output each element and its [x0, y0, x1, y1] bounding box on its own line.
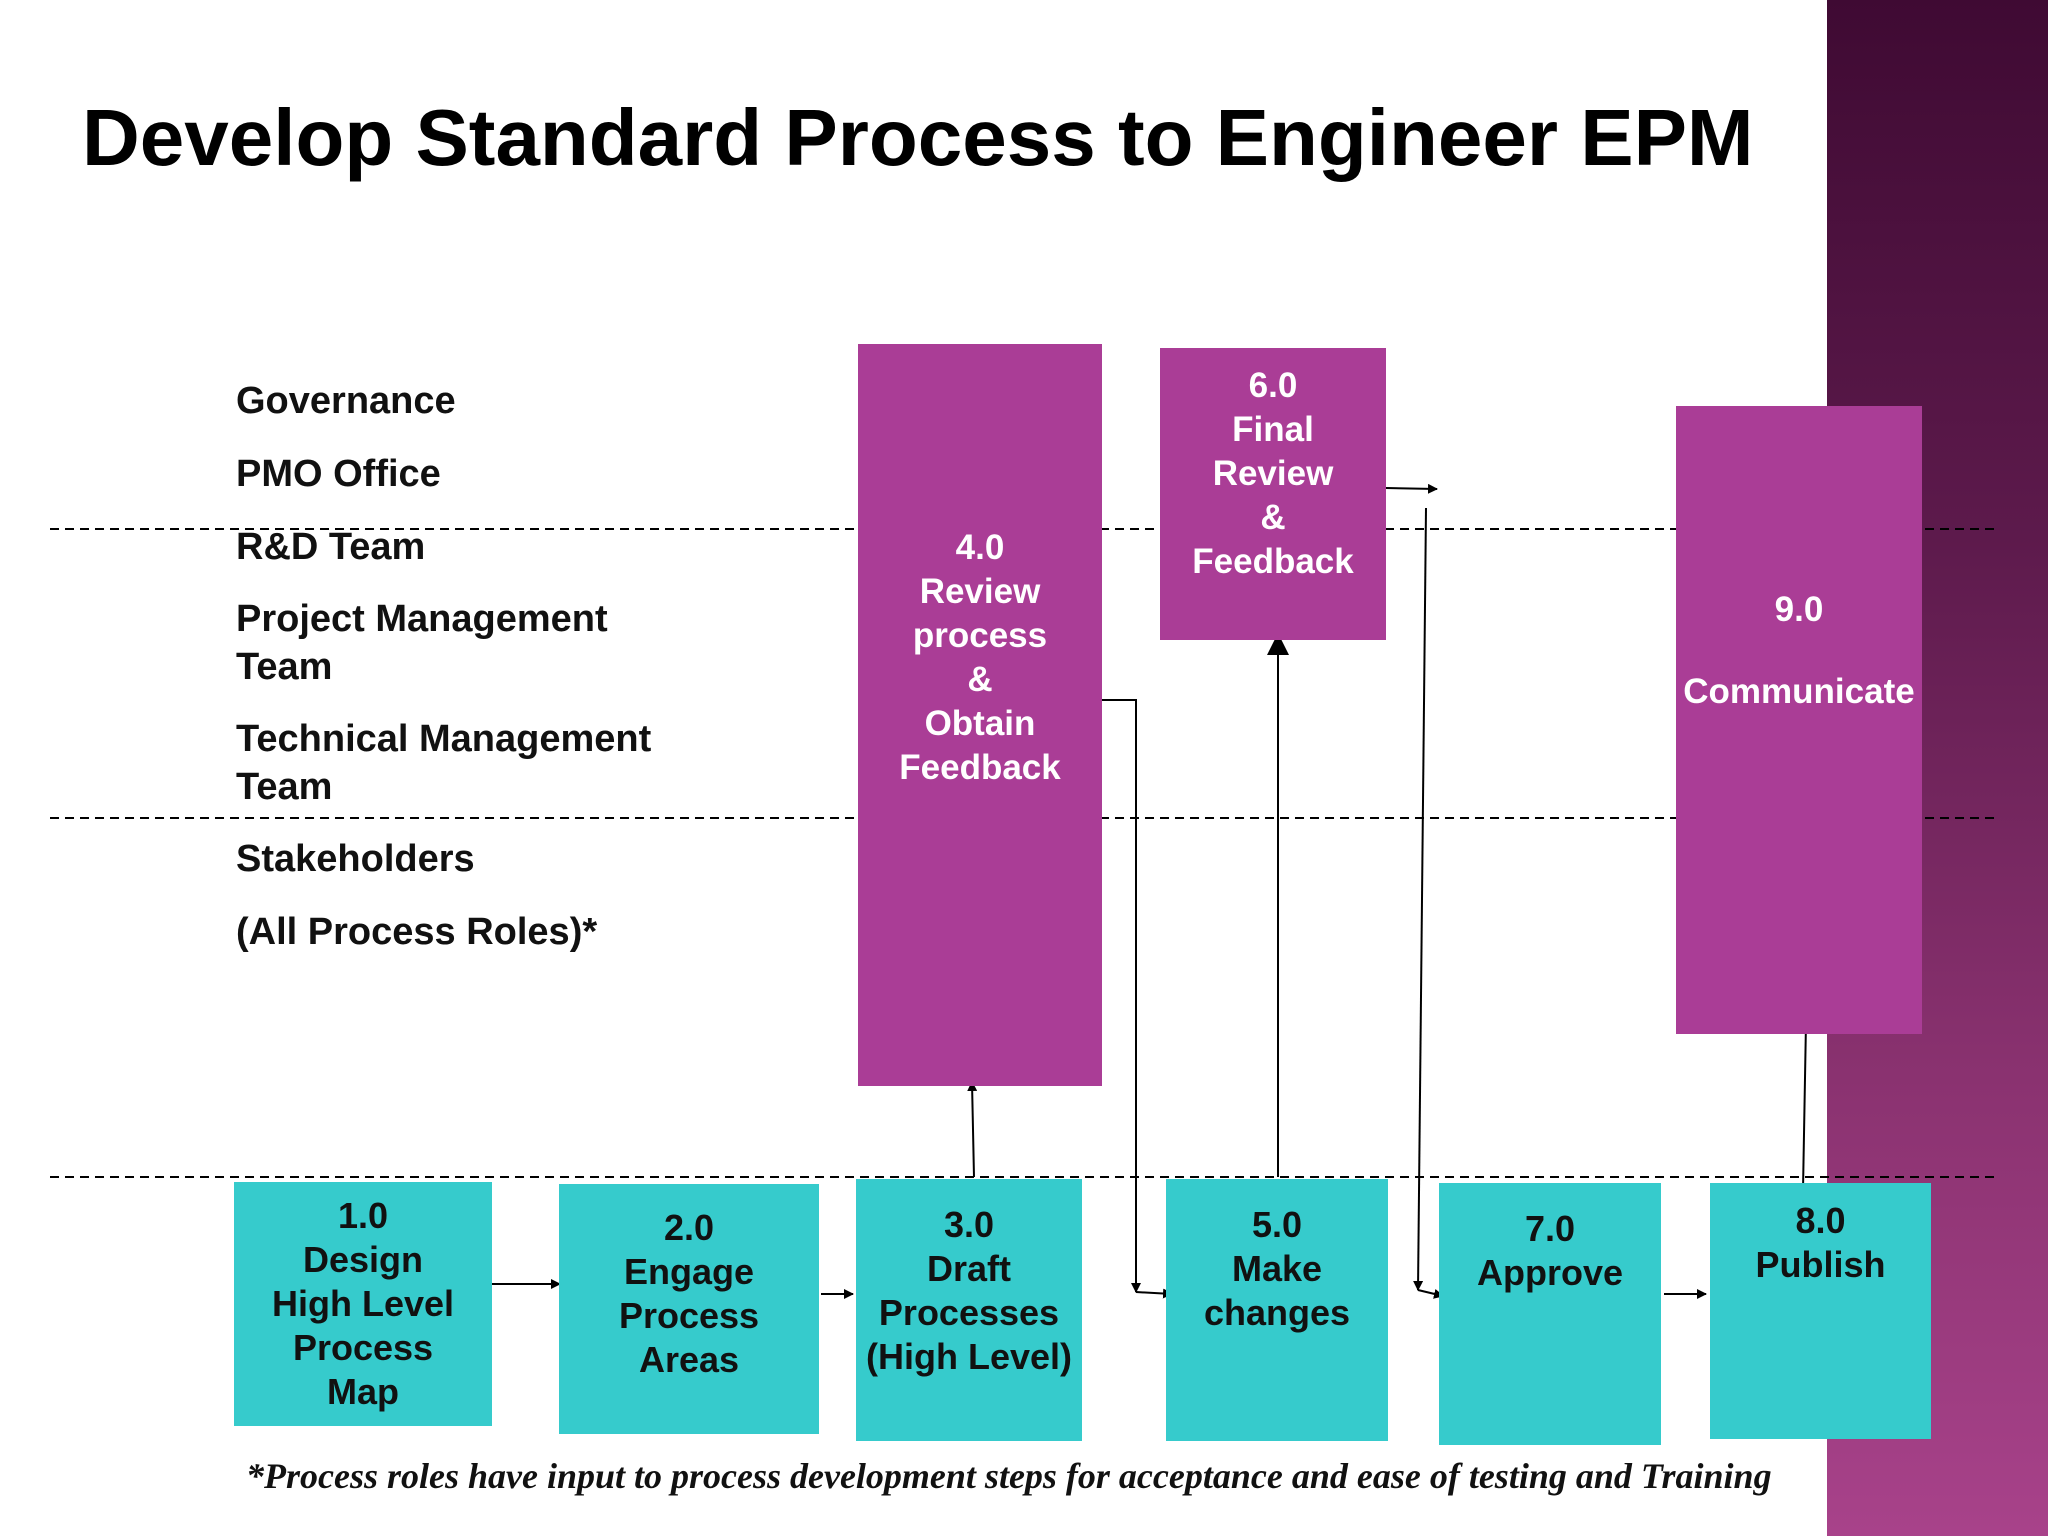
step-line: Review — [1212, 454, 1334, 493]
step-line: Communicate — [1683, 672, 1915, 711]
role-technical-management-team: Technical Management Team — [236, 715, 651, 811]
process-step-9-communicate: 9.0 Communicate — [1676, 406, 1922, 1034]
step-line: Process — [618, 1295, 760, 1336]
role-line: Team — [236, 646, 333, 688]
arrow-6-out — [1385, 483, 1438, 494]
step-line: 6.0 — [1248, 366, 1298, 405]
role-line: Project Management — [236, 598, 608, 640]
process-step-8-publish: 8.0 Publish — [1710, 1183, 1931, 1439]
process-step-4-review: 4.0 Review process & Obtain Feedback — [858, 344, 1102, 1086]
process-step-5-make-changes: 5.0 Make changes — [1166, 1179, 1388, 1441]
arrow-8-to-9 — [1800, 1021, 1811, 1191]
step-line: 9.0 — [1774, 590, 1824, 629]
role-rd-team: R&D Team — [236, 526, 426, 568]
process-step-6-final-review: 6.0 Final Review & Feedback — [1160, 348, 1386, 640]
role-governance: Governance — [236, 380, 456, 422]
process-step-1-design: 1.0 Design High Level Process Map — [234, 1182, 492, 1426]
step-line: Design — [302, 1239, 424, 1280]
step-line: process — [912, 616, 1048, 655]
step-line: Processes — [878, 1292, 1060, 1333]
role-line: Team — [236, 766, 333, 808]
step-line: Obtain — [924, 704, 1036, 743]
page-title: Develop Standard Process to Engineer EPM — [82, 93, 1754, 182]
arrow-3-to-4 — [967, 1081, 978, 1178]
role-pmo-office: PMO Office — [236, 453, 441, 495]
step-line: & — [1260, 498, 1286, 537]
step-line: Areas — [638, 1339, 740, 1380]
step-line: Process — [292, 1327, 434, 1368]
role-all-process-roles: (All Process Roles)* — [236, 911, 598, 953]
step-line: Map — [327, 1371, 399, 1412]
step-line: & — [967, 660, 993, 699]
process-step-7-approve: 7.0 Approve — [1439, 1183, 1661, 1445]
step-line: 8.0 — [1795, 1200, 1846, 1241]
footnote: *Process roles have input to process dev… — [246, 1456, 1772, 1496]
role-project-management-team: Project Management Team — [236, 595, 608, 691]
step-line: Final — [1232, 410, 1314, 449]
step-line: 7.0 — [1524, 1208, 1576, 1249]
arrow-6-to-7-down — [1413, 507, 1427, 1291]
arrow-4-to-5-down — [1101, 699, 1141, 1293]
role-stakeholders: Stakeholders — [236, 838, 475, 880]
step-line: Draft — [926, 1248, 1011, 1289]
process-step-2-engage: 2.0 Engage Process Areas — [559, 1184, 819, 1434]
step-line: Publish — [1755, 1244, 1886, 1285]
step-line: changes — [1203, 1292, 1351, 1333]
step-line: Make — [1231, 1248, 1323, 1289]
step-line: 4.0 — [955, 528, 1005, 567]
step-line: Engage — [623, 1251, 755, 1292]
step-line: Feedback — [1192, 542, 1354, 581]
step-line: High Level — [271, 1283, 455, 1324]
step-line: 5.0 — [1251, 1204, 1303, 1245]
step-line: Approve — [1476, 1252, 1624, 1293]
step-line: 2.0 — [663, 1207, 715, 1248]
role-line: Technical Management — [236, 718, 652, 760]
step-line: 1.0 — [337, 1195, 389, 1236]
step-line: 3.0 — [943, 1204, 995, 1245]
step-line: (High Level) — [865, 1336, 1072, 1377]
step-line: Review — [919, 572, 1041, 611]
process-step-3-draft: 3.0 Draft Processes (High Level) — [856, 1179, 1082, 1441]
step-line: Feedback — [899, 748, 1061, 787]
